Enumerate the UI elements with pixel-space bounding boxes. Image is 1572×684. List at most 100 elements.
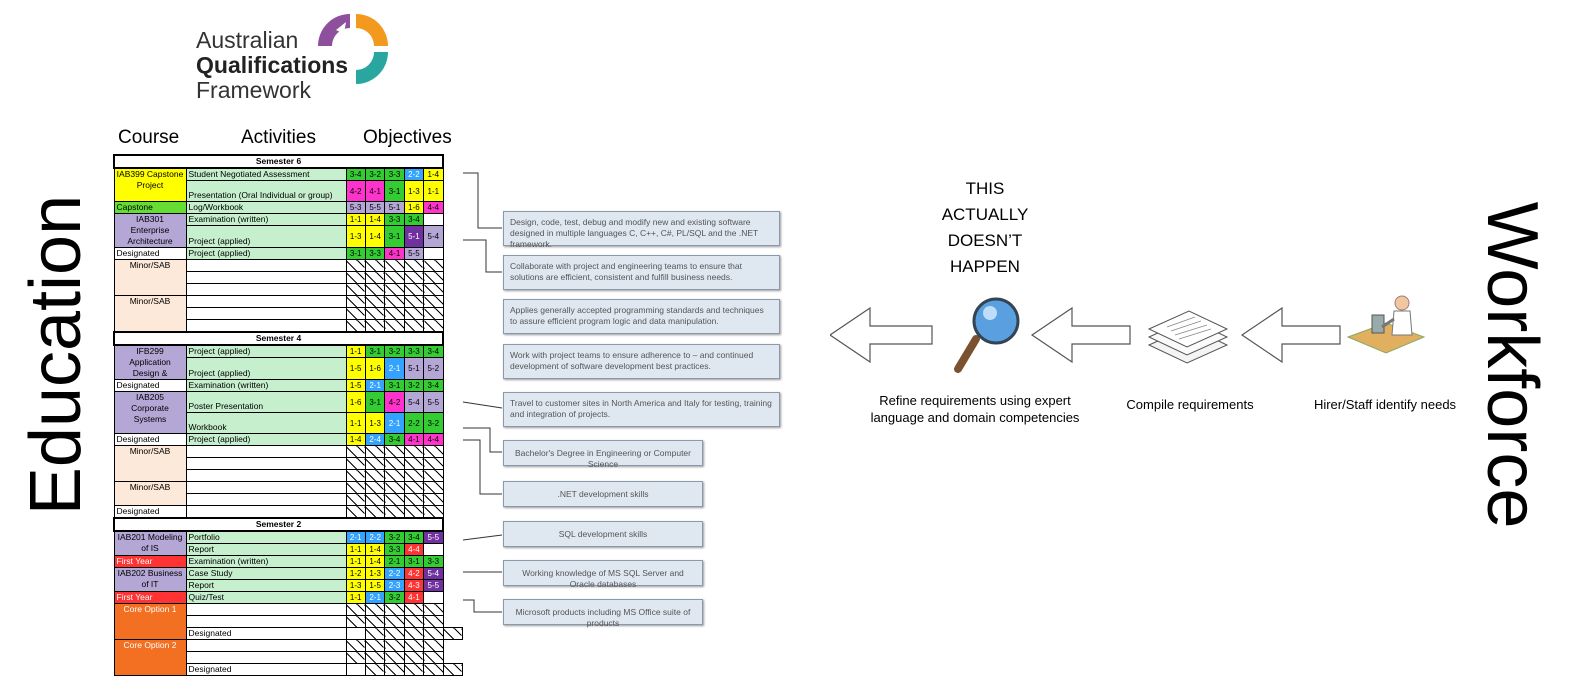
objective-cell: 3-1 <box>345 247 366 260</box>
objective-empty-cell <box>423 283 444 296</box>
objective-cell: 4-2 <box>345 180 366 202</box>
activity-cell <box>185 445 347 458</box>
table-row: Designated <box>113 505 463 519</box>
activity-cell <box>185 295 347 308</box>
logo-line-3: Framework <box>196 77 312 103</box>
objective-empty-cell <box>364 627 386 640</box>
job-requirement-box: Work with project teams to ensure adhere… <box>503 344 780 379</box>
objective-cell: 1-4 <box>364 212 386 227</box>
activity-cell <box>185 283 347 296</box>
objective-empty-cell <box>403 259 425 272</box>
course-cell: Core Option 2 <box>113 639 187 676</box>
job-requirement-box: Collaborate with project and engineering… <box>503 255 780 290</box>
objective-cell: 1-1 <box>345 344 366 359</box>
objective-cell: 3-4 <box>403 530 425 544</box>
header-course: Course <box>118 127 180 148</box>
table-row <box>114 469 463 482</box>
objective-cell: 1-3 <box>345 579 366 592</box>
semester-heading: Semester 4 <box>112 331 445 346</box>
objective-cell: 3-4 <box>423 379 444 392</box>
objective-empty-cell <box>364 259 386 272</box>
objective-cell: 1-5 <box>345 379 366 392</box>
objective-empty-cell <box>442 627 464 640</box>
course-cell: IFB299 Application Design & <box>113 344 187 380</box>
activity-cell <box>185 481 347 494</box>
objective-empty-cell <box>364 307 386 320</box>
activity-cell <box>345 663 366 676</box>
header-objectives: Objectives <box>363 127 452 148</box>
objective-empty-cell <box>364 469 386 482</box>
objective-cell: 5-3 <box>345 201 366 214</box>
activity-cell: Log/Workbook <box>185 201 347 214</box>
objective-empty-cell <box>423 259 444 272</box>
hirer-label: Hirer/Staff identify needs <box>1313 397 1457 412</box>
objective-empty-cell <box>364 445 386 458</box>
objective-cell: 3-2 <box>364 167 386 181</box>
objective-empty-cell <box>384 481 405 494</box>
objective-empty-cell <box>364 663 386 676</box>
logo-line-1: Australian <box>196 27 299 53</box>
job-requirement-box: Microsoft products including MS Office s… <box>503 599 703 628</box>
course-cell: IAB201 Modeling of IS <box>113 530 187 556</box>
activity-cell <box>185 639 347 652</box>
course-cell: First Year <box>113 591 187 604</box>
objective-empty-cell <box>364 651 386 664</box>
semester-row: Semester 4 <box>112 331 463 346</box>
objective-cell: 3-3 <box>384 543 405 556</box>
objective-empty-cell <box>364 493 386 506</box>
objective-cell <box>423 591 444 604</box>
objective-cell: 2-1 <box>384 412 405 434</box>
objective-cell <box>423 543 444 556</box>
table-row <box>114 615 463 628</box>
objective-cell: 4-4 <box>403 543 425 556</box>
course-cell: IAB202 Business of IT <box>113 567 187 592</box>
activity-cell: Project (applied) <box>185 225 347 248</box>
refine-label: Refine requirements using expert languag… <box>855 392 1095 426</box>
objective-cell: 1-3 <box>364 567 386 580</box>
course-cell: Designated <box>185 663 347 676</box>
objective-empty-cell <box>423 639 444 652</box>
objective-empty-cell <box>345 505 366 519</box>
activity-cell: Student Negotiated Assessment <box>185 167 347 181</box>
job-requirement-box: SQL development skills <box>503 521 703 547</box>
job-requirement-box: .NET development skills <box>503 481 703 507</box>
objective-cell: 3-1 <box>364 344 386 359</box>
table-row <box>114 493 463 506</box>
objective-cell: 2-1 <box>345 530 366 544</box>
objective-cell: 5-1 <box>384 201 405 214</box>
objective-empty-cell <box>364 319 386 333</box>
activity-cell: Workbook <box>185 412 347 434</box>
table-row: Minor/SAB <box>113 481 463 506</box>
job-requirement-box: Travel to customer sites in North Americ… <box>503 392 780 427</box>
objective-cell: 1-3 <box>345 225 366 248</box>
objective-empty-cell <box>403 603 425 616</box>
workforce-label: Workforce <box>1472 201 1552 529</box>
objective-cell: 4-4 <box>423 201 444 214</box>
objective-empty-cell <box>384 319 405 333</box>
refine-line-2: language and domain competencies <box>870 410 1080 425</box>
objective-empty-cell <box>423 505 444 519</box>
objective-empty-cell <box>403 493 425 506</box>
objective-empty-cell <box>345 651 366 664</box>
course-cell: IAB205 Corporate Systems <box>113 391 187 434</box>
callout-line-1: THIS <box>965 179 1005 198</box>
activity-cell <box>185 505 347 519</box>
objective-cell: 4-4 <box>423 433 444 446</box>
course-cell: IAB301 Enterprise Architecture <box>113 213 187 248</box>
course-cell: Minor/SAB <box>113 445 187 482</box>
course-cell: IAB399 Capstone Project <box>113 167 187 202</box>
objective-cell: 1-4 <box>423 167 444 181</box>
table-row: Core Option 2 <box>113 639 463 676</box>
table-row <box>114 651 463 664</box>
objective-cell: 3-4 <box>423 344 444 359</box>
semester-row: Semester 2 <box>112 517 463 532</box>
compile-label: Compile requirements <box>1126 397 1254 412</box>
activity-cell <box>185 469 347 482</box>
activity-cell <box>185 493 347 506</box>
documents-icon <box>1147 310 1229 364</box>
activity-cell: Project (applied) <box>185 433 347 446</box>
